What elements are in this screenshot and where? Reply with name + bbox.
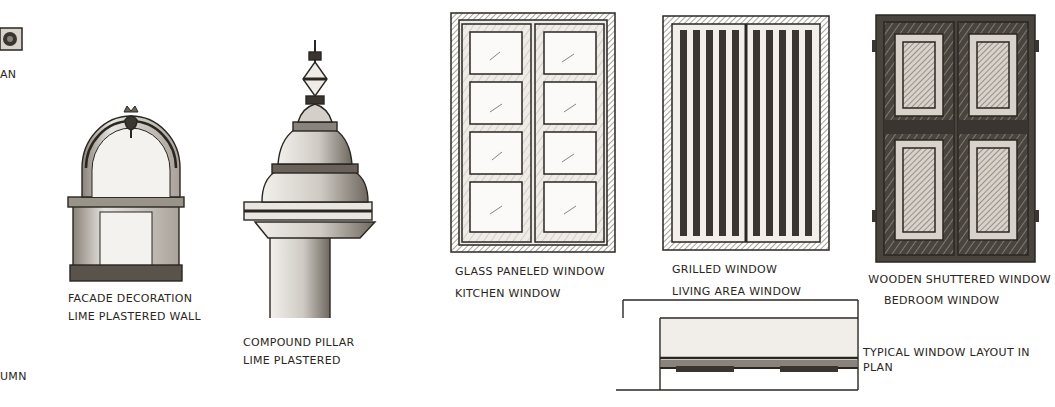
part-name: GRILLED WINDOW [672, 263, 777, 278]
glass-paneled-window [451, 13, 615, 252]
compound-pillar [244, 40, 375, 318]
column-label: UMN [0, 370, 27, 385]
window-plan [616, 300, 858, 390]
room-note: KITCHEN WINDOW [455, 287, 561, 302]
part-name: COMPOUND PILLAR [243, 336, 354, 351]
material-note: LIME PLASTERED WALL [68, 310, 201, 325]
part-name: GLASS PANELED WINDOW [455, 265, 605, 280]
plan-symbol [0, 28, 22, 50]
material-note: LIME PLASTERED [243, 354, 341, 369]
room-note: BEDROOM WINDOW [884, 294, 999, 309]
part-name: WOODEN SHUTTERED WINDOW [868, 273, 1051, 288]
part-name: FACADE DECORATION [68, 292, 192, 307]
plan-label: TYPICAL WINDOW LAYOUT IN PLAN [863, 346, 1035, 376]
plan-label: AN [0, 68, 16, 83]
wooden-shuttered-window [872, 15, 1039, 262]
facade-decoration [68, 106, 184, 281]
room-note: LIVING AREA WINDOW [672, 285, 801, 300]
grilled-window [663, 16, 829, 250]
